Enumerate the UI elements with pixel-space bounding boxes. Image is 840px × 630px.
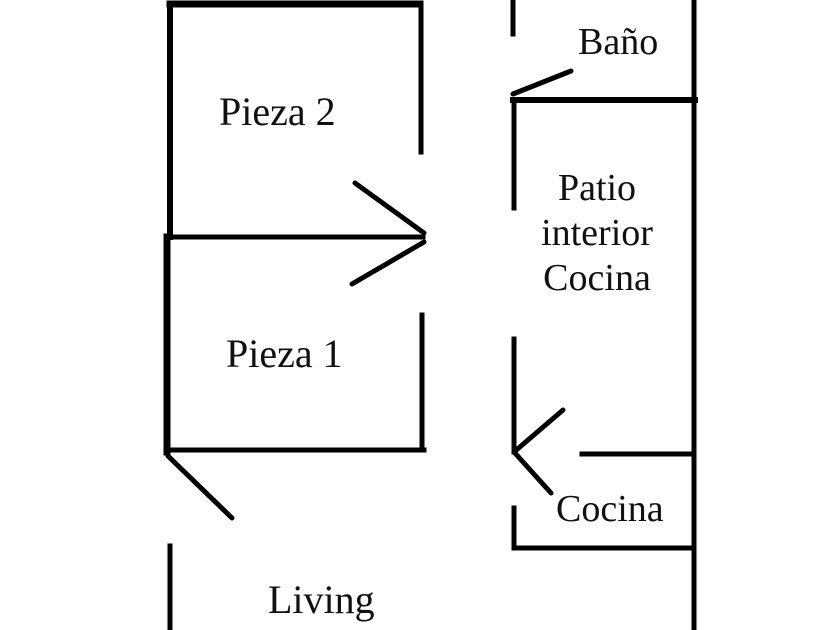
living-door — [165, 453, 235, 521]
pieza1-door — [349, 239, 427, 287]
room-label-pieza-1: Pieza 1 — [226, 331, 343, 376]
room-label-patio-interior: Patio interior Cocina — [522, 166, 672, 301]
room-label-living: Living — [268, 577, 375, 622]
patio-label-line-2: interior — [541, 212, 653, 254]
pieza2-door — [352, 180, 427, 236]
patio-door — [511, 407, 566, 455]
room-label-pieza-2: Pieza 2 — [219, 89, 336, 134]
room-label-cocina: Cocina — [556, 488, 664, 530]
bano-door — [510, 68, 574, 97]
room-label-bano: Baño — [578, 21, 659, 63]
patio-label-line-1: Patio — [557, 167, 637, 209]
patio-label-line-3: Cocina — [543, 257, 651, 299]
cocina-door — [511, 449, 554, 496]
